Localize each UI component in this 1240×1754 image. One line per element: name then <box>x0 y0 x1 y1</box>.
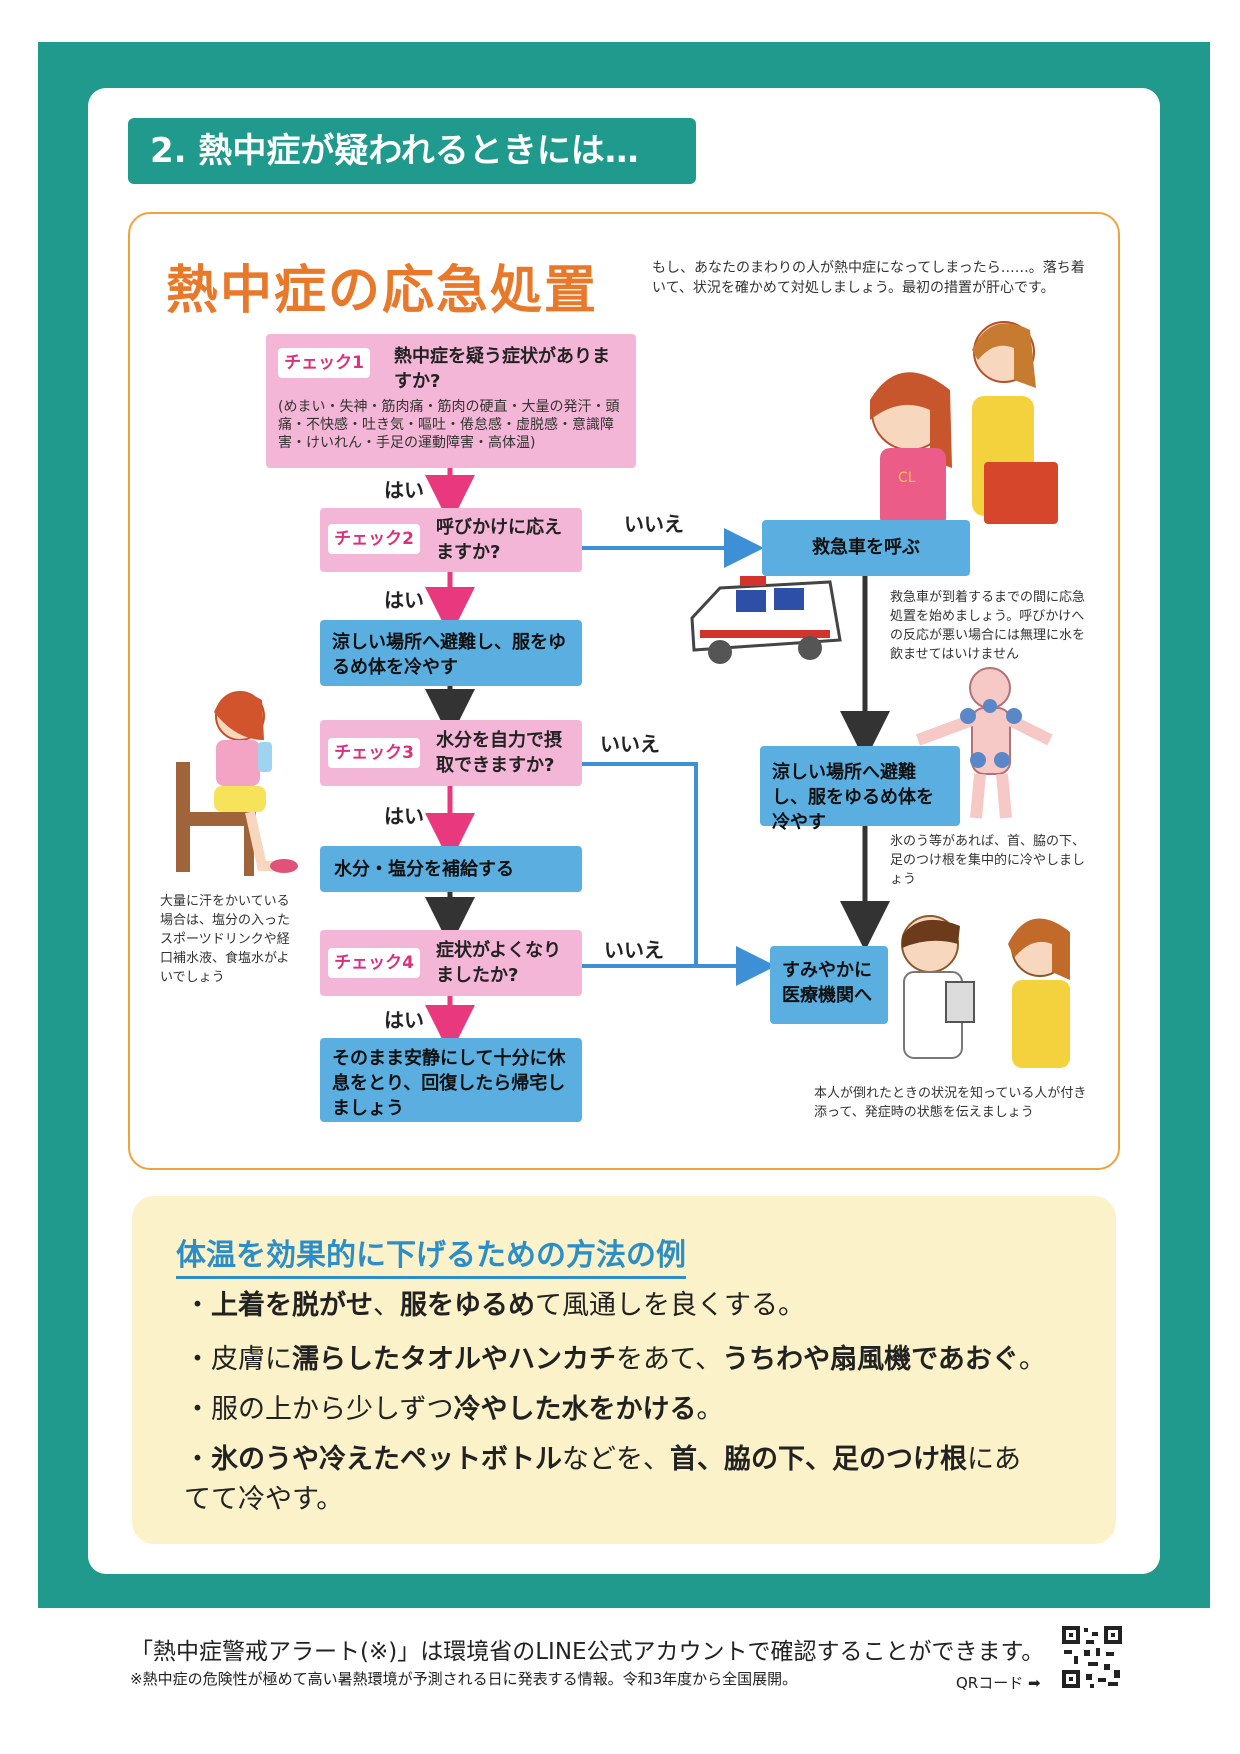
cool-down-action-right: 涼しい場所へ避難し、服をゆるめ体を冷やす <box>760 746 960 833</box>
check-4-tag: チェック4 <box>328 948 420 978</box>
alert-line-info: 「熱中症警戒アラート(※)」は環境省のLINE公式アカウントで確認することができ… <box>130 1639 1045 1665</box>
sweat-note: 大量に汗をかいている場合は、塩分の入ったスポーツドリンクや経口補水液、食塩水がよ… <box>160 894 291 985</box>
flowchart-title: 熱中症の応急処置 <box>166 261 599 321</box>
witness-note: 本人が倒れたときの状況を知っている人が付き添って、発症時の状態を伝えましょう <box>814 1086 1087 1120</box>
method-item-3: ・服の上から少しずつ冷やした水をかける。 <box>184 1394 724 1425</box>
cooling-methods-title: 体温を効果的に下げるための方法の例 <box>176 1230 686 1279</box>
ice-pack-note: 氷のう等があれば、首、脇の下、足のつけ根を集中的に冷やしましょう <box>890 834 1086 887</box>
yes-label-4: はい <box>384 1008 424 1032</box>
flowchart-intro: もし、あなたのまわりの人が熱中症になってしまったら……。落ち着いて、状況を確かめ… <box>652 260 1085 296</box>
body-cooling-illustration <box>915 667 1053 819</box>
check-3-tag: チェック3 <box>328 738 420 768</box>
call-ambulance-action: 救急車を呼ぶ <box>762 520 970 576</box>
check-3-box: チェック3 水分を自力で摂取できますか? <box>320 720 582 786</box>
alert-footnote: ※熱中症の危険性が極めて高い暑熱環境が予測される日に発表する情報。令和3年度から… <box>130 1670 798 1688</box>
no-label-4: いいえ <box>604 938 664 962</box>
drinking-girl-illustration <box>176 691 298 876</box>
check-1-box: チェック1 熱中症を疑う症状がありますか? <box>266 334 636 468</box>
no-arrow-3 <box>582 762 698 966</box>
method-item-1: ・上着を脱がせ、服をゆるめて風通しを良くする。 <box>184 1290 805 1321</box>
method-item-2: ・皮膚に濡らしたタオルやハンカチをあて、うちわや扇風機であおぐ。 <box>184 1344 1046 1375</box>
helper-and-girl-illustration: CL <box>870 321 1058 528</box>
method-item-4: ・氷のうや冷えたペットボトルなどを、首、脇の下、足のつけ根にあてて冷やす。 <box>184 1444 1021 1515</box>
section-title: 2. 熱中症が疑われるときには… <box>128 118 696 184</box>
hospital-action: すみやかに医療機関へ <box>770 946 888 1024</box>
check-2-question: 呼びかけに応えますか? <box>436 517 562 563</box>
qr-code-label: QRコード ➡ <box>956 1674 1041 1692</box>
rest-action: そのまま安静にして十分に休息をとり、回復したら帰宅しましょう <box>320 1038 582 1122</box>
check-4-box: チェック4 症状がよくなりましたか? <box>320 930 582 996</box>
check-4-question: 症状がよくなりましたか? <box>436 940 562 986</box>
yes-label-2: はい <box>384 588 424 612</box>
check-3-question: 水分を自力で摂取できますか? <box>436 730 562 776</box>
ambulance-illustration <box>690 576 842 664</box>
check-1-tag: チェック1 <box>278 348 370 378</box>
no-label-2: いいえ <box>624 512 684 536</box>
hydrate-action: 水分・塩分を補給する <box>320 846 582 892</box>
yes-label-1: はい <box>384 478 424 502</box>
check-2-tag: チェック2 <box>328 524 420 554</box>
check-2-box: チェック2 呼びかけに応えますか? <box>320 508 582 572</box>
no-label-3: いいえ <box>600 732 660 756</box>
check-1-symptoms: (めまい・失神・筋肉痛・筋肉の硬直・大量の発汗・頭痛・不快感・吐き気・嘔吐・倦怠… <box>278 399 620 451</box>
qr-code-icon[interactable] <box>1060 1624 1124 1690</box>
nurse-consult-illustration <box>901 915 1070 1068</box>
yes-label-3: はい <box>384 804 424 828</box>
cool-down-action: 涼しい場所へ避難し、服をゆるめ体を冷やす <box>320 620 582 686</box>
svg-text:CL: CL <box>898 470 916 486</box>
check-1-question: 熱中症を疑う症状がありますか? <box>394 346 610 392</box>
ambulance-note: 救急車が到着するまでの間に応急処置を始めましょう。呼びかけへの反応が悪い場合には… <box>890 590 1086 662</box>
cooling-methods-box <box>132 1196 1116 1544</box>
